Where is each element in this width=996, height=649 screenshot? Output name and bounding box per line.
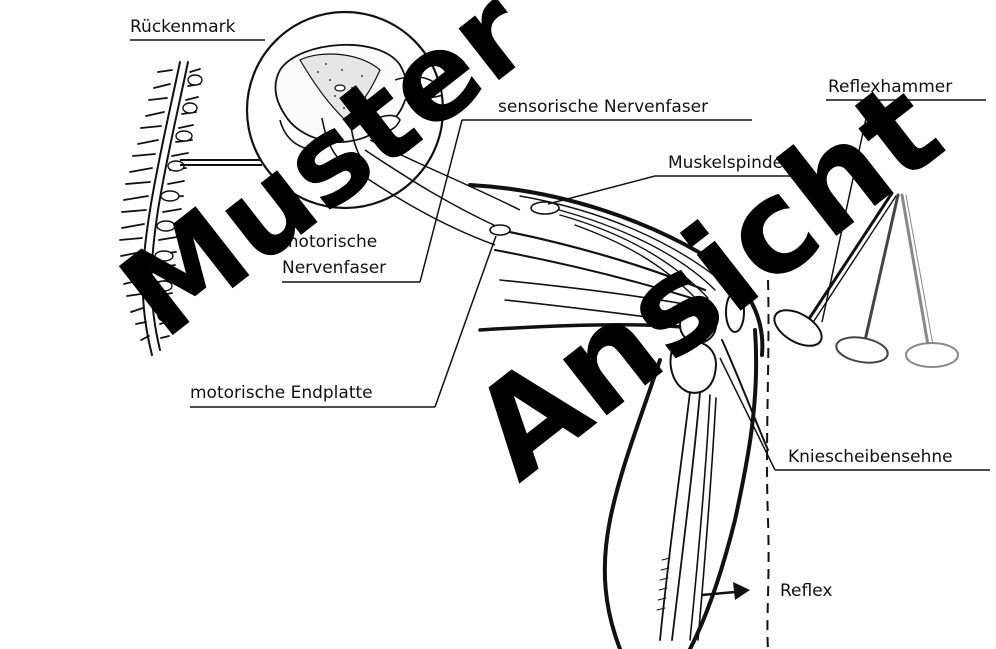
reflex-arrow bbox=[702, 582, 750, 600]
label-motorische-endplatte-text: motorische Endplatte bbox=[190, 383, 373, 403]
label-reflex-text: Reflex bbox=[780, 581, 832, 601]
label-rueckenmark: Rückenmark bbox=[130, 17, 265, 40]
label-kniescheibensehne-text: Kniescheibensehne bbox=[788, 447, 953, 467]
label-sensorische-nervenfaser-text: sensorische Nervenfaser bbox=[498, 97, 708, 117]
reflex-dashed-line bbox=[767, 280, 769, 649]
label-reflex: Reflex bbox=[780, 581, 832, 601]
label-kniescheibensehne: Kniescheibensehne bbox=[720, 358, 990, 470]
label-rueckenmark-text: Rückenmark bbox=[130, 17, 236, 37]
